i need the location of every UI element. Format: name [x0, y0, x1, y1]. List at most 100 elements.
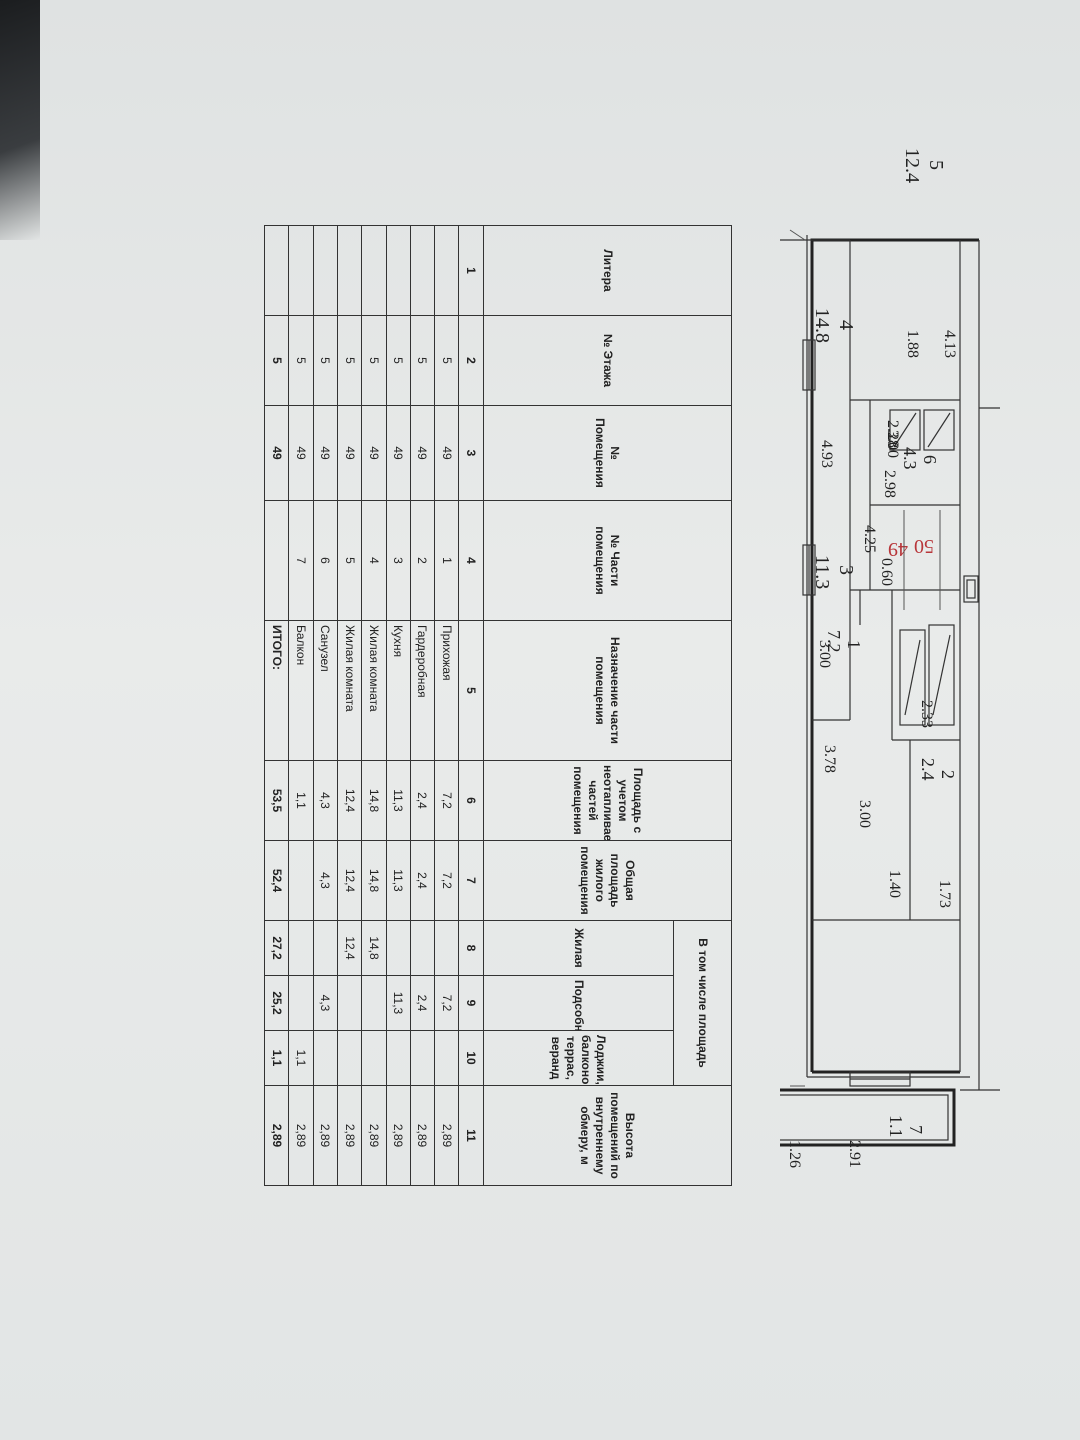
svg-text:4: 4: [835, 320, 857, 330]
table-cell-c6: 11,3: [386, 760, 411, 841]
svg-text:2: 2: [938, 770, 958, 779]
table-cell-c8: [410, 920, 435, 976]
table-cell-c11: 2,89: [386, 1085, 411, 1186]
table-cell-c8: [313, 920, 338, 976]
table-header-row: Литера № Этажа № Помещения № Части помещ…: [483, 225, 732, 1186]
table-cell-c4: 4: [361, 500, 387, 621]
table-cell-c10: [361, 1030, 387, 1086]
balcony-door: [849, 1071, 911, 1087]
table-cell-c7: 4,3: [313, 840, 338, 921]
table-cell-c7: 12,4: [337, 840, 362, 921]
table-cell-c10: 1,1: [288, 1030, 314, 1086]
table-cell-c1: [434, 225, 459, 316]
table-cell-c8: 12,4: [337, 920, 362, 976]
svg-text:4.3: 4.3: [900, 447, 920, 470]
svg-text:2.28: 2.28: [884, 420, 901, 448]
rotated-document: 50 49 1 7.2 2 2.4 3 11.3 4 14.8 5: [264, 148, 1000, 1186]
table-cell-c6: 12,4: [337, 760, 362, 841]
svg-text:7: 7: [906, 1125, 926, 1134]
table-cell-c2: 5: [313, 315, 338, 406]
table-cell-c4: 6: [313, 500, 338, 621]
table-cell-c2: 5: [410, 315, 435, 406]
table-cell-c6: 14,8: [361, 760, 387, 841]
svg-text:1.40: 1.40: [886, 870, 903, 898]
table-cell-c9: 2,4: [410, 975, 435, 1031]
closet-fixtures: [889, 409, 955, 451]
table-cell-c5: Балкон: [288, 620, 314, 761]
table-cell-c7: 11,3: [386, 840, 411, 921]
header-total-area: Общая площадь жилого помещения: [483, 840, 732, 921]
svg-text:12.4: 12.4: [901, 148, 923, 183]
table-cell-c10: [410, 1030, 435, 1086]
apartment-mark-49: 49: [888, 538, 908, 560]
table-cell-c11: 2,89: [410, 1085, 435, 1186]
room-label-6: 6 4.3: [900, 447, 940, 470]
table-cell-c3: 49: [313, 405, 338, 501]
table-cell-c11: 2,89: [337, 1085, 362, 1186]
window-room3: [802, 339, 816, 391]
table-cell-c9: [361, 975, 387, 1031]
header-including: В том числе площадь: [673, 920, 732, 1086]
ventilation-shaft: [963, 575, 979, 603]
table-cell-c7: [288, 840, 314, 921]
header-floor: № Этажа: [483, 315, 732, 406]
svg-text:6: 6: [920, 455, 940, 464]
svg-text:3.00: 3.00: [884, 430, 901, 458]
window-room4: [802, 544, 816, 596]
header-auxiliary: Подсобная: [483, 975, 674, 1031]
room-label-4: 4 14.8: [811, 308, 857, 343]
header-premise-no: № Помещения: [483, 405, 732, 501]
table-cell-c6: 2,4: [410, 760, 435, 841]
plan-dimensions: 1.73 1.40 3.00 3.78 3.00 4.93 3.00 4.13 …: [786, 330, 958, 1168]
table-cell-c10: [434, 1030, 459, 1086]
table-cell-c4: 5: [337, 500, 362, 621]
svg-text:3: 3: [835, 565, 857, 575]
table-cell-c2: 5: [434, 315, 459, 406]
room-label-5: 5 12.4: [901, 148, 947, 183]
table-cell-c1: [410, 225, 435, 316]
svg-text:3.78: 3.78: [821, 745, 838, 773]
table-cell-c3: 49: [288, 405, 314, 501]
table-cell-c2: 5: [361, 315, 387, 406]
svg-text:0.60: 0.60: [878, 558, 895, 586]
bathroom-fixtures: [899, 624, 955, 726]
table-cell-c8: [386, 920, 411, 976]
table-cell-c1: [337, 225, 362, 316]
table-cell-c4: 2: [410, 500, 435, 621]
table-cell-c3: 49: [386, 405, 411, 501]
floor-plan: 50 49 1 7.2 2 2.4 3 11.3 4 14.8 5: [780, 148, 1000, 1168]
table-cell-c5: Кухня: [386, 620, 411, 761]
header-loggias: Лоджии, балконов, террас, веранд: [483, 1030, 674, 1086]
table-cell-c6: 7,2: [434, 760, 459, 841]
table-cell-c2: 5: [386, 315, 411, 406]
svg-text:2.4: 2.4: [918, 758, 938, 781]
table-cell-c7: 14,8: [361, 840, 387, 921]
room-label-3: 3 11.3: [811, 555, 857, 589]
table-cell-c9: 7,2: [434, 975, 459, 1031]
svg-text:5: 5: [925, 160, 947, 170]
table-cell-c3: 49: [337, 405, 362, 501]
svg-text:4.93: 4.93: [818, 440, 835, 468]
room-label-7: 7 1.1: [886, 1115, 926, 1138]
svg-text:11.3: 11.3: [811, 555, 833, 589]
header-area-unheated: Площадь с учетом неотапливаемых частей п…: [483, 760, 732, 841]
table-cell-c10: [337, 1030, 362, 1086]
svg-text:14.8: 14.8: [811, 308, 833, 343]
rooms-table: Литера № Этажа № Помещения № Части помещ…: [264, 225, 732, 1186]
svg-text:2.33: 2.33: [918, 700, 935, 728]
svg-text:7.2: 7.2: [824, 630, 844, 653]
table-cell-c5: Гардеробная: [410, 620, 435, 761]
svg-text:4.13: 4.13: [941, 330, 958, 358]
header-purpose: Назначение части помещения: [483, 620, 732, 761]
balcony: [780, 1088, 956, 1147]
photo-dark-edge: [0, 0, 40, 240]
table-cell-c8: [288, 920, 314, 976]
svg-text:2.98: 2.98: [881, 470, 898, 498]
